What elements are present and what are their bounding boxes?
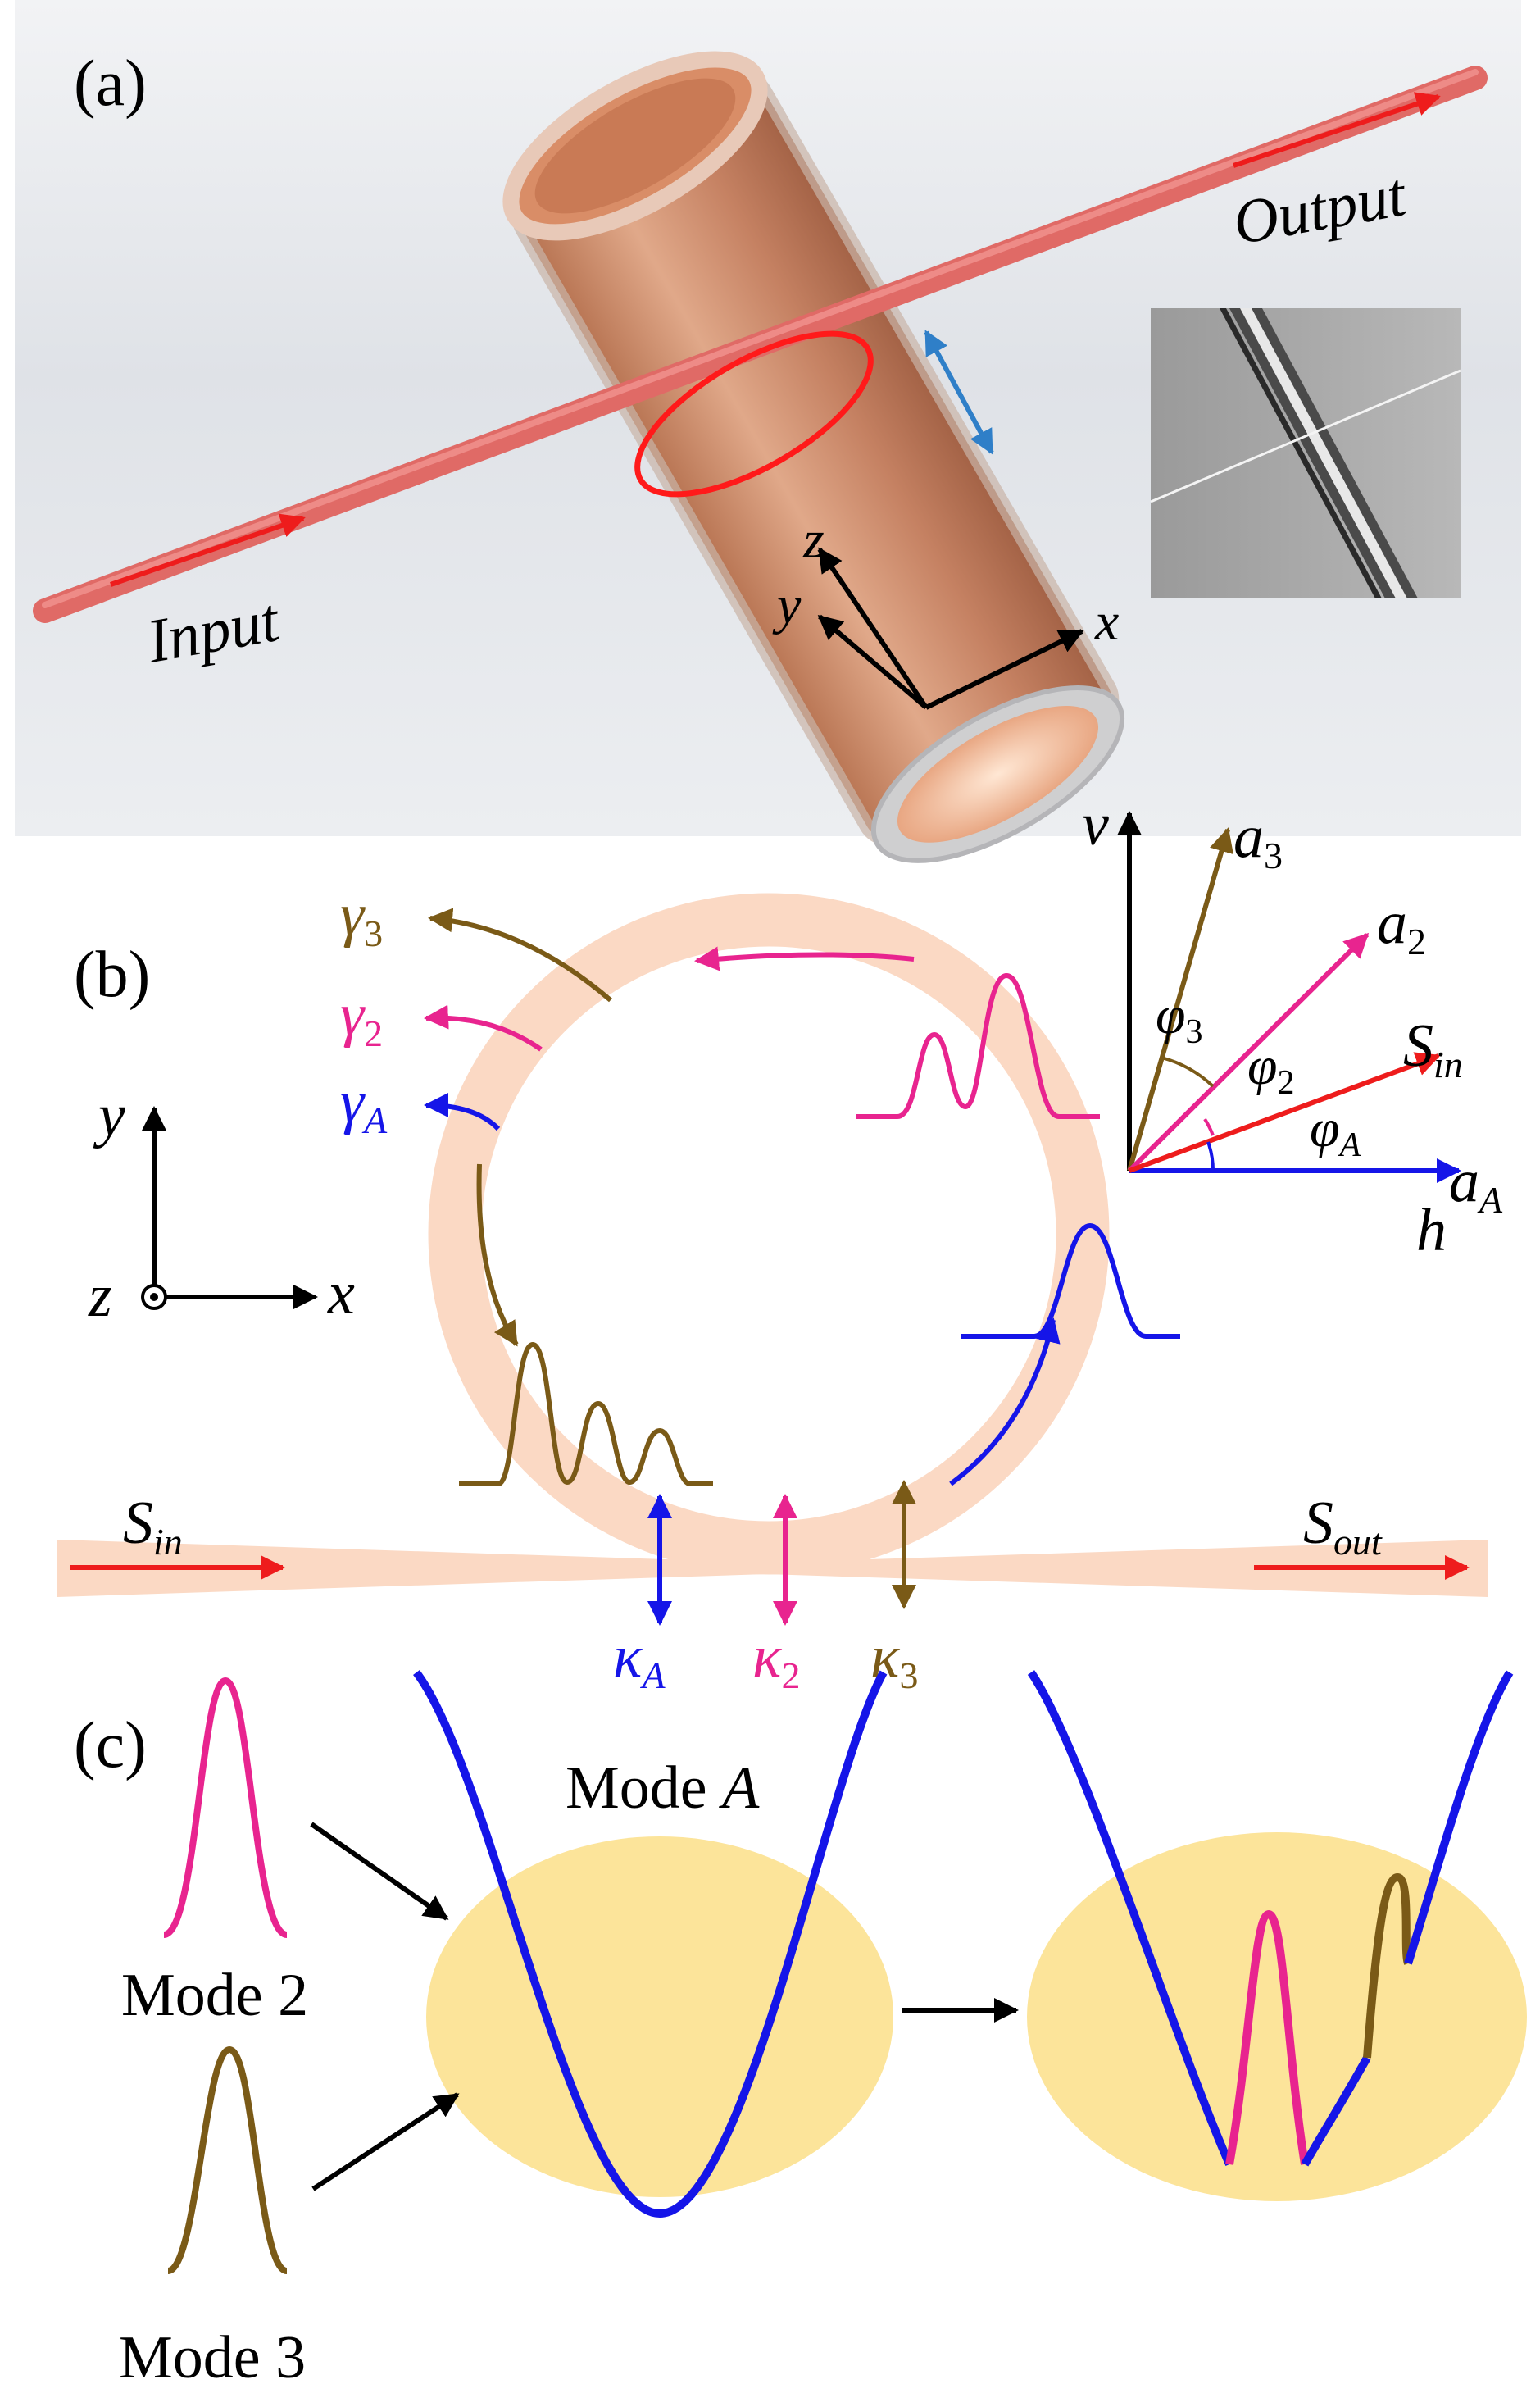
phasor-phi3-label: φ3 (1156, 985, 1203, 1051)
loss-arrow-2 (424, 1004, 543, 1052)
phasor-h-label: h (1416, 1197, 1447, 1264)
phasor-sin-label: Sin (1403, 1012, 1463, 1085)
frame-z-label: z (88, 1263, 112, 1330)
mode3-travel-arrow (476, 1163, 519, 1347)
mode2-spectrum (856, 972, 1100, 1119)
loss-label-a: γA (340, 1068, 388, 1141)
phasor-phiA-label: φA (1310, 1099, 1361, 1164)
mode2-label: Mode 2 (121, 1962, 308, 2029)
modeA-ellipse-left (426, 1836, 893, 2197)
mode3-peak (166, 2045, 288, 2274)
axes-xyz-b: y z x (88, 1082, 355, 1330)
phasor-a3-label: a3 (1233, 803, 1283, 876)
panel-c: (c) Mode 2 Mode 3 Mode A (74, 1669, 1527, 2391)
phasor-aA-label: aA (1449, 1148, 1503, 1221)
panel-b-label: (b) (74, 939, 150, 1011)
phasor-phi2-label: φ2 (1247, 1036, 1295, 1102)
s-out-label: Sout (1303, 1490, 1383, 1563)
modeA-travel-arrow (949, 1317, 1061, 1486)
svg-text:γA: γA (340, 1068, 388, 1141)
wgm-mode-ring (634, 330, 874, 498)
combined-curve-blue-left (1027, 1670, 1233, 2167)
combined-curve-blue-right (1404, 1670, 1514, 1965)
axes-xyz-a: z y x (772, 510, 1119, 710)
coupling-label-2: κ2 (752, 1623, 801, 1696)
loss-label-2: γ2 (340, 981, 383, 1054)
panel-a: z y x (a) Input Output (15, 0, 1521, 863)
axis-z-label-a: z (802, 510, 825, 570)
phasor-v-label: v (1082, 791, 1109, 858)
output-arrow (1233, 92, 1441, 168)
axis-y-label-a: y (772, 576, 802, 635)
mode2-peak (162, 1677, 288, 1938)
combined-curve-magenta (1225, 1909, 1309, 2165)
combined-curve-blue-mid (1301, 2055, 1371, 2167)
modeA-label: Mode A (566, 1754, 760, 1822)
mode3-spectrum (459, 1341, 713, 1486)
displacement-arrow (924, 330, 994, 455)
panel-c-label: (c) (74, 1709, 147, 1781)
axis-x-label-a: x (1094, 592, 1119, 652)
mode3-label: Mode 3 (119, 2324, 306, 2391)
input-arrow (110, 513, 306, 587)
loss-arrow-3 (428, 908, 612, 1003)
panel-b: (b) Sin Sout γ3 γ2 γA (57, 791, 1503, 1696)
coupling-label-a: κA (613, 1623, 666, 1696)
combined-curve-brown (1363, 1872, 1412, 2059)
loss-arrow-a (424, 1093, 501, 1131)
modeA-curve (413, 1669, 888, 2218)
modeA-ellipse-right (1027, 1832, 1527, 2201)
inset-micrograph (1150, 308, 1461, 598)
phasor-a2-label: a2 (1377, 890, 1426, 962)
frame-x-label: x (327, 1260, 355, 1327)
panel-a-label: (a) (74, 48, 147, 120)
circulation-arrow (694, 946, 915, 971)
svg-text:γ3: γ3 (340, 881, 383, 954)
s-in-label: Sin (123, 1490, 183, 1563)
frame-y-label: y (93, 1082, 125, 1149)
modeA-spectrum-b (961, 1222, 1180, 1339)
phasor-diagram: v h a3 a2 Sin aA φ3 φ2 φA (1082, 791, 1503, 1264)
svg-text:γ2: γ2 (340, 981, 383, 1054)
loss-label-3: γ3 (340, 881, 383, 954)
ring-resonator (428, 893, 1110, 1575)
